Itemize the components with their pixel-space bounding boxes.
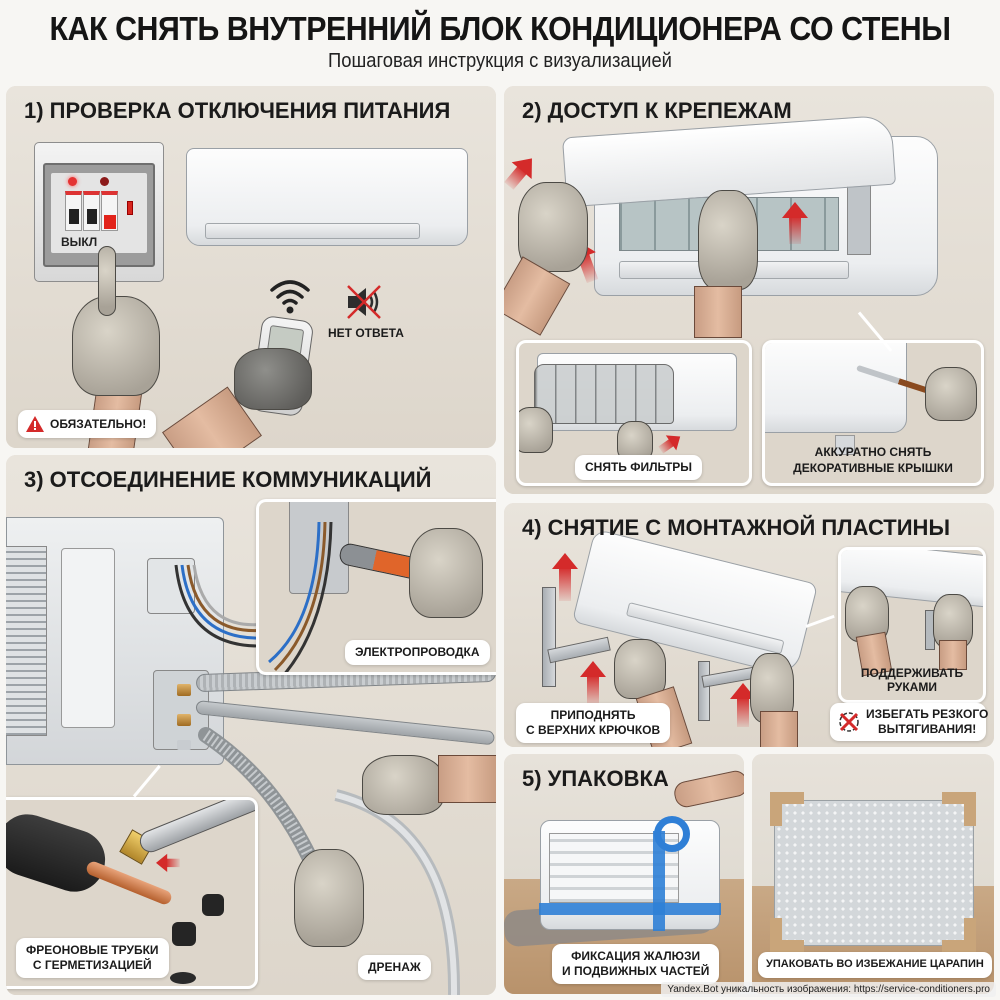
decorative-covers-label-line1: АККУРАТНО СНЯТЬ: [814, 445, 932, 459]
watermark: Yandex.Bot уникальность изображения: htt…: [661, 982, 996, 997]
avoid-pulling-warning: ИЗБЕГАТЬ РЕЗКОГО ВЫТЯГИВАНИЯ!: [830, 703, 988, 741]
step-2-title: 2) ДОСТУП К КРЕПЕЖАМ: [522, 98, 792, 123]
indoor-unit-illustration: [186, 148, 468, 246]
cardboard-corner: [770, 792, 804, 826]
remove-decorative-covers-inset: АККУРАТНО СНЯТЬ ДЕКОРАТИВНЫЕ КРЫШКИ: [762, 340, 984, 486]
page-subtitle: Пошаговая инструкция с визуализацией: [328, 50, 672, 72]
freon-lines-label: ФРЕОНОВЫЕ ТРУБКИ С ГЕРМЕТИЗАЦИЕЙ: [16, 938, 169, 978]
no-response-label: НЕТ ОТВЕТА: [328, 326, 404, 340]
drain-label: ДРЕНАЖ: [358, 955, 431, 980]
remove-filters-label: СНЯТЬ ФИЛЬТРЫ: [575, 455, 703, 480]
step-4-panel: 4) СНЯТИЕ С МОНТАЖНОЙ ПЛАСТИНЫ ПРИПОДНЯТ…: [504, 503, 994, 747]
support-label-line2: РУКАМИ: [887, 680, 937, 695]
step-5-wrap-panel: УПАКОВАТЬ ВО ИЗБЕЖАНИЕ ЦАРАПИН: [752, 754, 994, 994]
mounting-bracket-left: [542, 587, 556, 687]
glove-hand-illustration: [72, 296, 160, 396]
step-5-panel: 5) УПАКОВКА ФИКСАЦИЯ ЖАЛЮЗИ И ПОДВИЖНЫХ …: [504, 754, 744, 994]
lift-hooks-label: ПРИПОДНЯТЬ С ВЕРХНИХ КРЮЧКОВ: [516, 703, 671, 743]
decorative-covers-label-line2: ДЕКОРАТИВНЫЕ КРЫШКИ: [793, 460, 953, 475]
mounting-bracket-right: [698, 661, 710, 721]
step-5-title: 5) УПАКОВКА: [522, 766, 669, 791]
step-3-title: 3) ОТСОЕДИНЕНИЕ КОММУНИКАЦИЙ: [24, 467, 432, 492]
prohibited-x-icon: [838, 711, 860, 733]
step-3-panel: 3) ОТСОЕДИНЕНИЕ КОММУНИКАЦИЙ ЭЛЕКТРОПРОВ…: [6, 455, 496, 995]
support-by-hands-inset: ПОДДЕРЖИВАТЬ РУКАМИ: [838, 547, 986, 703]
warning-triangle-icon: [26, 416, 44, 432]
wrap-label: УПАКОВАТЬ ВО ИЗБЕЖАНИЕ ЦАРАПИН: [758, 952, 992, 978]
mandatory-warning-badge: ОБЯЗАТЕЛЬНО!: [18, 410, 157, 438]
wrapped-unit-illustration: [774, 800, 974, 946]
wrench-illustration: [136, 800, 255, 856]
fix-louvers-label: ФИКСАЦИЯ ЖАЛЮЗИ И ПОДВИЖНЫХ ЧАСТЕЙ: [552, 944, 720, 984]
remove-filters-inset: СНЯТЬ ФИЛЬТРЫ: [516, 340, 752, 486]
page-title: КАК СНЯТЬ ВНУТРЕННИЙ БЛОК КОНДИЦИОНЕРА С…: [49, 10, 951, 47]
step-2-panel: 2) ДОСТУП К КРЕПЕЖАМ СНЯТЬ ФИЛЬТРЫ АККУР…: [504, 86, 994, 494]
step-1-title: 1) ПРОВЕРКА ОТКЛЮЧЕНИЯ ПИТАНИЯ: [24, 98, 451, 123]
support-label-line1: ПОДДЕРЖИВАТЬ: [860, 666, 964, 680]
wifi-signal-icon: [268, 272, 312, 316]
step-1-panel: 1) ПРОВЕРКА ОТКЛЮЧЕНИЯ ПИТАНИЯ ВЫКЛ: [6, 86, 496, 448]
indoor-unit-taped-illustration: [539, 820, 721, 931]
tape-roll-icon: [654, 816, 690, 852]
electrical-panel-icon: ВЫКЛ: [34, 142, 164, 282]
freon-lines-inset: ФРЕОНОВЫЕ ТРУБКИ С ГЕРМЕТИЗАЦИЕЙ: [6, 797, 258, 989]
wiring-inset: ЭЛЕКТРОПРОВОДКА: [256, 499, 496, 675]
muted-speaker-icon: [344, 282, 384, 322]
breaker-off-label: ВЫКЛ: [61, 235, 98, 249]
step-4-title: 4) СНЯТИЕ С МОНТАЖНОЙ ПЛАСТИНЫ: [522, 515, 950, 540]
blue-tape-strip: [539, 903, 721, 915]
wiring-label: ЭЛЕКТРОПРОВОДКА: [345, 640, 490, 665]
